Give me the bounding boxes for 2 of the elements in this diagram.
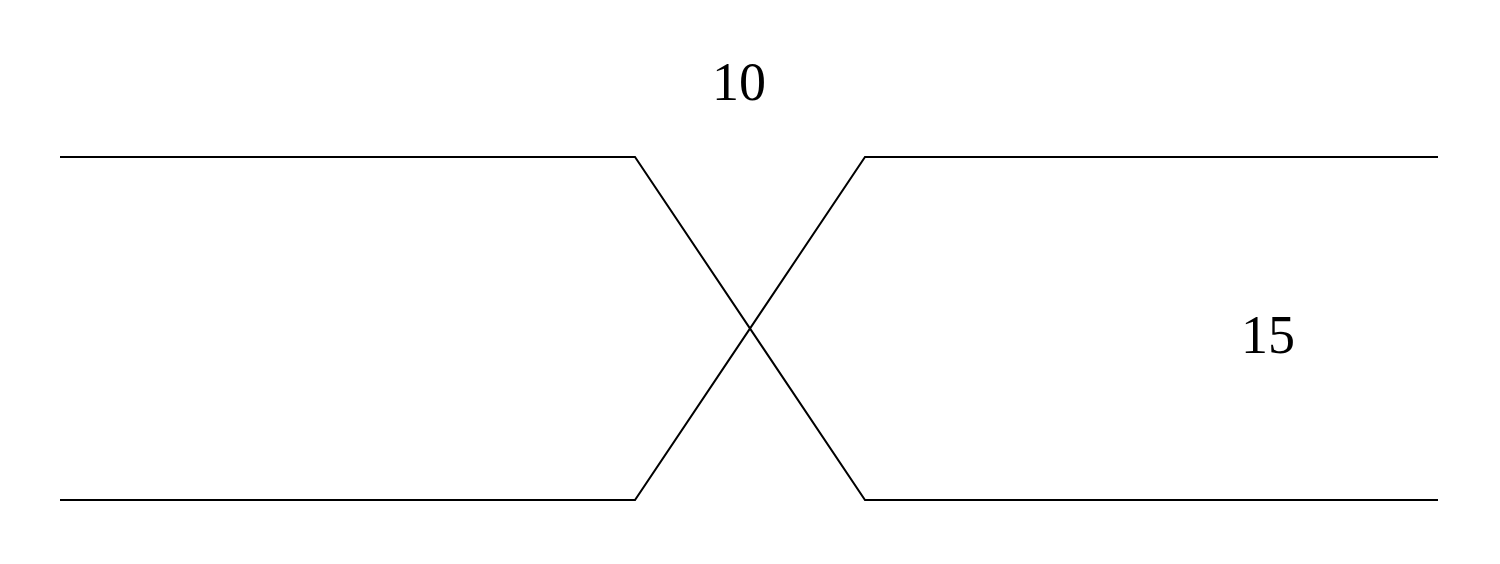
bus-value-label: 10	[712, 55, 766, 109]
bus-value-label: 15	[1241, 308, 1295, 362]
